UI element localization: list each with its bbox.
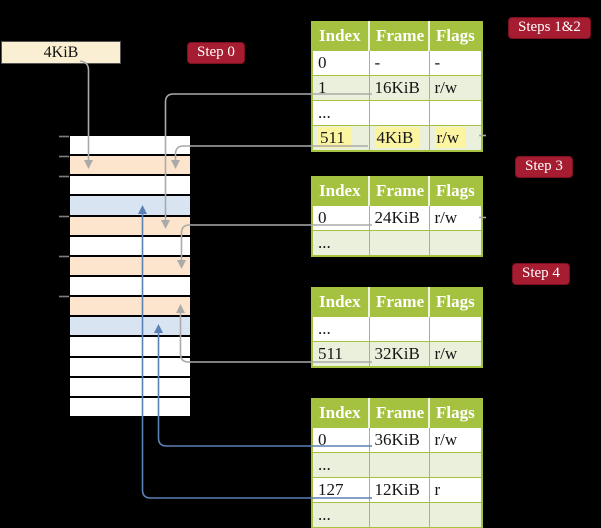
cell: - bbox=[368, 50, 430, 76]
cell: 4KiB bbox=[368, 125, 430, 152]
cell bbox=[368, 316, 430, 342]
cell bbox=[428, 502, 483, 528]
cell: r bbox=[428, 477, 483, 503]
cell bbox=[368, 502, 430, 528]
highlighted-value: r/w bbox=[434, 127, 466, 148]
column-header: Flags bbox=[428, 399, 482, 428]
cell: ... bbox=[311, 100, 370, 126]
cell bbox=[368, 452, 430, 478]
column-header: Index bbox=[312, 288, 369, 317]
cell bbox=[368, 230, 430, 257]
cell: r/w bbox=[428, 75, 483, 101]
highlighted-value: 4KiB bbox=[374, 127, 420, 148]
cell: 1 bbox=[311, 75, 370, 101]
column-header: Frame bbox=[368, 399, 429, 428]
memory-row bbox=[70, 234, 190, 255]
memory-row bbox=[70, 174, 190, 195]
table-row: ... bbox=[311, 316, 483, 342]
cell: - bbox=[428, 50, 483, 76]
cell: ... bbox=[311, 316, 370, 342]
column-header: Frame bbox=[368, 177, 429, 206]
memory-row bbox=[70, 274, 190, 296]
cell: ... bbox=[311, 502, 370, 528]
cell: 0 bbox=[311, 50, 370, 76]
cell: 127 bbox=[311, 477, 370, 503]
memory-row bbox=[70, 315, 190, 336]
cell bbox=[428, 316, 483, 342]
memory-row bbox=[70, 375, 190, 396]
cell: 32KiB bbox=[368, 341, 430, 368]
memory-row bbox=[70, 136, 190, 155]
cell: ... bbox=[311, 230, 370, 257]
column-header: Index bbox=[312, 22, 369, 51]
cell: r/w bbox=[428, 341, 483, 368]
cell: r/w bbox=[428, 205, 483, 231]
column-header: Flags bbox=[428, 22, 482, 51]
memory-row bbox=[70, 154, 190, 175]
cell: 24KiB bbox=[368, 205, 430, 231]
cell bbox=[368, 100, 430, 126]
badge-step4: Step 4 bbox=[512, 263, 570, 285]
table-row: ... bbox=[311, 100, 483, 126]
memory-row bbox=[70, 355, 190, 376]
cell: 0 bbox=[311, 205, 370, 231]
memory-row bbox=[70, 194, 190, 215]
cell: r/w bbox=[428, 125, 483, 152]
table-row: ... bbox=[311, 502, 483, 528]
cell bbox=[428, 452, 483, 478]
cell bbox=[428, 230, 483, 257]
badge-steps1and2: Steps 1&2 bbox=[508, 17, 591, 39]
highlighted-value: 511 bbox=[318, 127, 351, 148]
column-header: Flags bbox=[428, 177, 482, 206]
column-header: Frame bbox=[368, 22, 429, 51]
badge-step3: Step 3 bbox=[515, 156, 573, 178]
table-row: ... bbox=[311, 230, 483, 257]
frame-size-box: 4KiB bbox=[1, 41, 121, 64]
cell: 0 bbox=[311, 427, 370, 453]
cell bbox=[428, 100, 483, 126]
cell: r/w bbox=[428, 427, 483, 453]
memory-column bbox=[68, 134, 192, 418]
memory-row bbox=[70, 214, 190, 235]
cell: 36KiB bbox=[368, 427, 430, 453]
cell: ... bbox=[311, 452, 370, 478]
table-row: 0-- bbox=[311, 50, 483, 76]
column-header: Index bbox=[312, 177, 369, 206]
table-row: ... bbox=[311, 452, 483, 478]
cell: 12KiB bbox=[368, 477, 430, 503]
memory-row bbox=[70, 395, 190, 416]
cell: 511 bbox=[311, 341, 370, 368]
memory-row bbox=[70, 295, 190, 316]
column-header: Index bbox=[312, 399, 369, 428]
table-row: 511 4KiB r/w bbox=[311, 125, 483, 152]
badge-step0: Step 0 bbox=[187, 42, 245, 64]
column-header: Flags bbox=[428, 288, 482, 317]
cell: 16KiB bbox=[368, 75, 430, 101]
column-header: Frame bbox=[368, 288, 429, 317]
frame-size-label: 4KiB bbox=[43, 44, 79, 61]
memory-row bbox=[70, 335, 190, 356]
memory-row bbox=[70, 254, 190, 275]
cell: 511 bbox=[311, 125, 370, 152]
